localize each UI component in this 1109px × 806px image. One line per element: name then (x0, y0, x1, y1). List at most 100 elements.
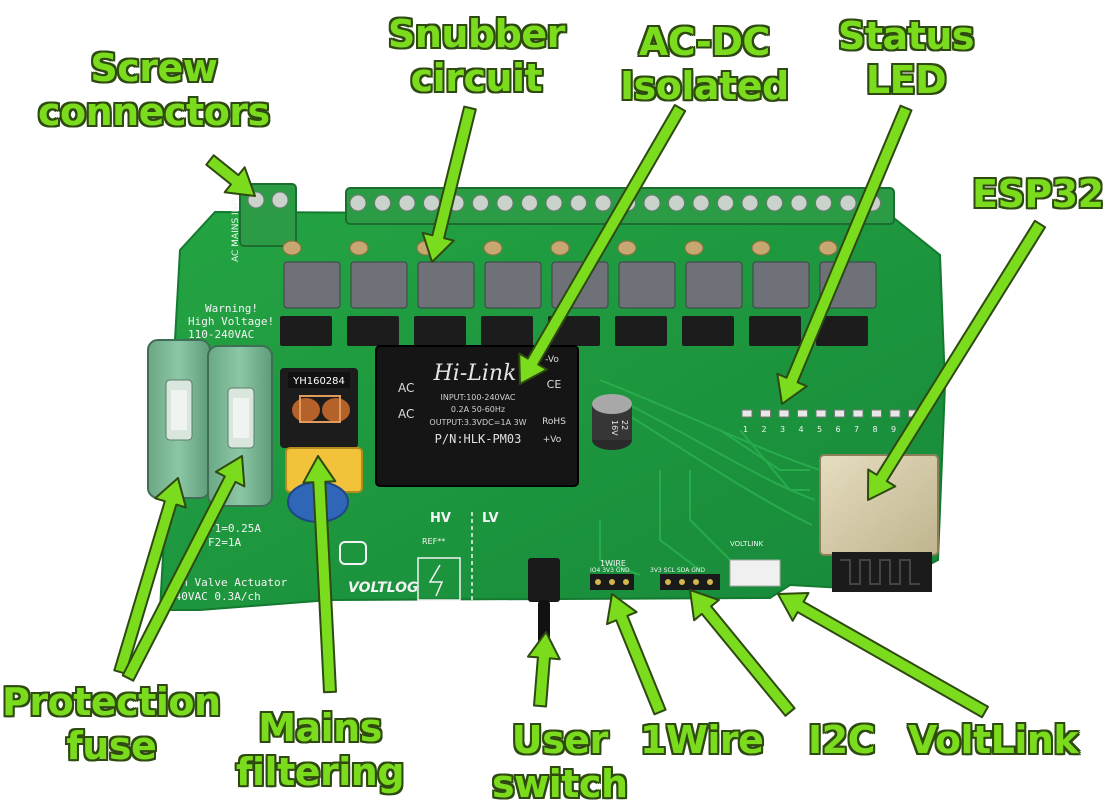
psu-ac2: AC (398, 407, 414, 421)
triac-driver-ics (280, 316, 868, 346)
psu-input: INPUT:100-240VAC (440, 393, 515, 402)
callout-screw-connectors-line1: Screw (90, 46, 218, 90)
terminal-screw (790, 194, 808, 212)
callout-1wire-line1: 1Wire (640, 718, 764, 762)
resistor (282, 240, 302, 256)
callout-arrow (777, 592, 989, 719)
x2-capacitor (350, 261, 408, 309)
status-led (778, 409, 790, 418)
high-voltage-warning-icon (417, 557, 461, 601)
resistor (617, 240, 637, 256)
callout-arrow (776, 104, 913, 405)
psu-minus-vo: -Vo (545, 355, 559, 365)
pcb-traces (599, 379, 821, 576)
x2-capacitor (685, 261, 743, 309)
callout-fuse-line1: Protection (2, 680, 221, 724)
fuse-holder-f1 (147, 339, 211, 499)
resistor (349, 240, 369, 256)
status-led (815, 409, 827, 418)
status-led (871, 409, 882, 418)
callout-user-switch: User switch (492, 718, 628, 806)
resistor (684, 240, 704, 256)
callout-screw-connectors: Screw connectors (38, 46, 270, 134)
terminal-screw (717, 194, 734, 212)
led-number: 5 (817, 425, 822, 434)
callout-mains-line2: filtering (236, 750, 405, 794)
led-number: 9 (891, 425, 896, 434)
optotriac-ic (615, 316, 667, 346)
callout-arrow (302, 455, 337, 694)
status-led (834, 409, 845, 418)
i2c-header (660, 574, 720, 590)
psu-ac1: AC (398, 381, 414, 395)
cap-voltage: 16V (610, 420, 619, 436)
psu-ce: CE (547, 378, 562, 391)
callout-1wire: 1Wire (640, 718, 764, 762)
optotriac-ic (414, 316, 466, 346)
product-line-1: -ch Valve Actuator (168, 576, 288, 589)
warning-line-3: 110-240VAC (188, 328, 254, 341)
led-number: 7 (854, 425, 859, 434)
terminal-screw (839, 194, 857, 212)
terminal-screw (594, 194, 612, 212)
voltlog-wordmark: VOLTLOG (348, 580, 418, 596)
led-number: 8 (873, 425, 878, 434)
terminal-screw (766, 194, 783, 212)
status-leds: 12345678910 (741, 409, 920, 434)
terminal-screw (692, 194, 710, 212)
ac-mains-input-silk: AC MAINS INPUT (231, 188, 241, 262)
common-mode-choke: YH160284 (280, 368, 358, 448)
callout-fuse-line2: fuse (66, 724, 157, 768)
x2-capacitor (752, 261, 810, 309)
callout-switch-line2: switch (492, 762, 628, 806)
choke-label: YH160284 (292, 376, 345, 387)
callout-snubber-circuit: Snubber circuit (388, 12, 565, 100)
terminal-screw (521, 194, 538, 212)
optotriac-ic (816, 316, 868, 346)
x2-capacitor (417, 261, 475, 309)
terminal-screw (668, 194, 685, 212)
callout-arrow (113, 477, 187, 675)
hv-label: HV (430, 511, 451, 526)
status-led (760, 409, 771, 418)
i2c-pins-silk: 3V3 SCL SDA GND (650, 567, 705, 574)
callout-i2c-line1: I2C (808, 718, 875, 762)
callout-snubber-line2: circuit (410, 56, 543, 100)
esp32-module (819, 454, 939, 592)
callout-voltlink-line1: VoltLink (908, 718, 1079, 762)
callout-acdc-line1: AC-DC (638, 20, 770, 64)
onewire-silk: 1WIRE (600, 559, 626, 568)
callout-esp32: ESP32 (972, 172, 1104, 216)
fuse-rating-1: F1=0.25A (208, 522, 261, 535)
onewire-pins-silk: IO4 3V3 GND (590, 567, 630, 574)
callout-arrow (867, 219, 1047, 501)
warning-line-1: Warning! (205, 302, 258, 315)
warning-line-2: High Voltage! (188, 315, 274, 328)
x2-capacitor (283, 261, 341, 309)
led-number: 1 (743, 425, 748, 434)
onewire-header (590, 574, 634, 590)
led-number: 6 (836, 425, 841, 434)
status-led (741, 409, 753, 418)
psu-rohs: RoHS (542, 417, 566, 427)
callout-screw-connectors-line2: connectors (38, 90, 270, 134)
terminal-screw (423, 194, 440, 212)
optotriac-ic (749, 316, 801, 346)
callout-switch-line1: User (511, 718, 608, 762)
hi-link-psu-module: Hi-Link AC AC INPUT:100-240VAC 0.2A 50-6… (375, 345, 579, 487)
psu-pn: P/N:HLK-PM03 (435, 432, 522, 446)
resistor (818, 240, 838, 256)
ref-label: REF** (422, 537, 445, 546)
psu-freq: 0.2A 50-60Hz (451, 405, 505, 414)
optotriac-ic (347, 316, 399, 346)
voltlink-silk: VOLTLINK (730, 540, 764, 548)
callout-arrow (527, 631, 561, 708)
product-line-2: 240VAC 0.3A/ch (168, 590, 261, 603)
terminal-screw (570, 194, 587, 212)
optotriac-ic (481, 316, 533, 346)
terminal-screw (472, 194, 489, 212)
callout-arrow (606, 593, 667, 716)
status-led (852, 409, 864, 418)
resistor (751, 240, 771, 256)
